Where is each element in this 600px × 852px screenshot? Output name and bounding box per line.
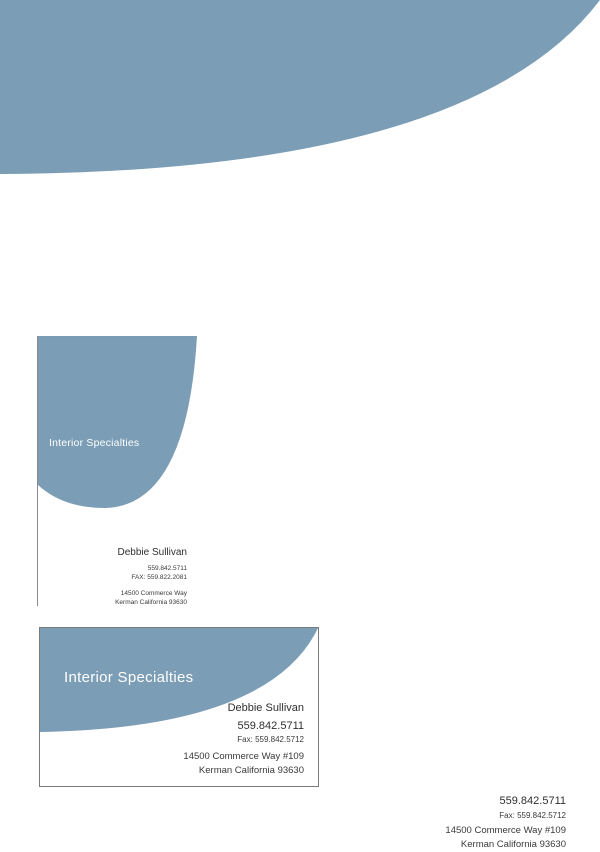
company-name: Interior Specialties [64,669,194,686]
fax-number: Fax: 559.842.5712 [237,735,304,744]
address-line-2: Kerman California 93630 [460,839,566,850]
address-line-1: 14500 Commerce Way #109 [445,825,566,836]
contact-name: Debbie Sullivan [117,547,188,558]
contact-name: Debbie Sullivan [227,702,304,714]
phone-number: 559.842.5711 [147,565,187,572]
fax-number: FAX: 559.822.2081 [131,574,187,581]
card-vertical-top-edge [37,336,197,337]
letterhead-swoosh-shape [0,0,600,174]
card-vertical-swoosh-shape [37,336,197,508]
phone-number: 559.842.5711 [499,795,566,807]
address-line-2: Kerman California 93630 [115,599,187,606]
address-line-1: 14500 Commerce Way [120,590,187,597]
address-line-2: Kerman California 93630 [198,765,304,776]
business-card-vertical: Interior Specialties Debbie Sullivan 559… [37,336,197,606]
phone-number: 559.842.5711 [237,720,304,732]
company-name: Interior Specialties [49,437,140,449]
address-line-1: 14500 Commerce Way #109 [183,751,304,762]
business-card-horizontal: Interior Specialties Debbie Sullivan 559… [39,627,319,787]
letterhead-footer: 559.842.5711 Fax: 559.842.5712 14500 Com… [346,795,566,851]
card-vertical-left-edge [37,336,38,606]
fax-number: Fax: 559.842.5712 [499,811,566,820]
card-horizontal-swoosh-shape [40,628,318,732]
